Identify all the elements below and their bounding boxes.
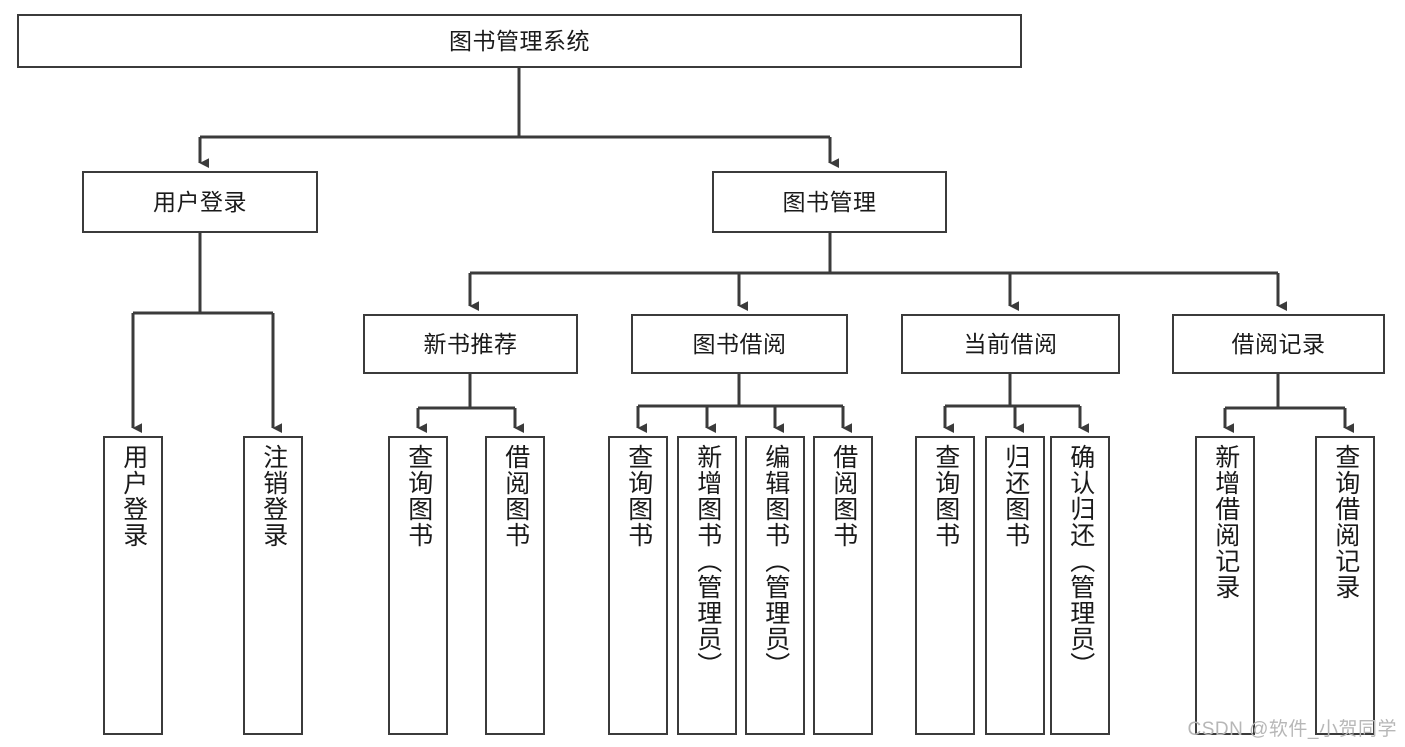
node-borrow-record[interactable]: 借阅记录 <box>1172 314 1385 374</box>
node-new-book-rec[interactable]: 新书推荐 <box>363 314 578 374</box>
node-book-manage-label: 图书管理 <box>782 188 877 215</box>
node-leaf-add-book[interactable]: 新增图书（管理员） <box>677 436 737 735</box>
node-leaf-query-book-cur-label: 查询图书 <box>931 444 960 548</box>
node-user-login[interactable]: 用户登录 <box>82 171 318 233</box>
node-root-label: 图书管理系统 <box>449 27 590 54</box>
node-leaf-logout-label: 注销登录 <box>259 444 288 548</box>
node-leaf-user-login-label: 用户登录 <box>119 444 148 548</box>
node-leaf-add-record[interactable]: 新增借阅记录 <box>1195 436 1255 735</box>
node-book-borrow[interactable]: 图书借阅 <box>631 314 848 374</box>
node-leaf-user-login[interactable]: 用户登录 <box>103 436 163 735</box>
node-leaf-edit-book-label: 编辑图书（管理员） <box>761 444 790 678</box>
node-leaf-confirm-return-label: 确认归还（管理员） <box>1066 444 1095 678</box>
node-leaf-confirm-return[interactable]: 确认归还（管理员） <box>1050 436 1110 735</box>
node-leaf-query-book-rec[interactable]: 查询图书 <box>388 436 448 735</box>
node-leaf-query-book-cur[interactable]: 查询图书 <box>915 436 975 735</box>
node-leaf-edit-book[interactable]: 编辑图书（管理员） <box>745 436 805 735</box>
node-leaf-borrow-book-label: 借阅图书 <box>829 444 858 548</box>
node-leaf-add-book-label: 新增图书（管理员） <box>693 444 722 678</box>
node-current-borrow-label: 当前借阅 <box>963 330 1058 357</box>
node-leaf-query-book-label: 查询图书 <box>624 444 653 548</box>
watermark-text: CSDN @软件_小贺同学 <box>1187 719 1397 740</box>
node-leaf-add-record-label: 新增借阅记录 <box>1211 444 1240 600</box>
node-current-borrow[interactable]: 当前借阅 <box>901 314 1120 374</box>
node-leaf-query-record-label: 查询借阅记录 <box>1331 444 1360 600</box>
node-new-book-rec-label: 新书推荐 <box>423 330 518 357</box>
node-root[interactable]: 图书管理系统 <box>17 14 1022 68</box>
node-leaf-query-book-rec-label: 查询图书 <box>404 444 433 548</box>
node-leaf-borrow-book[interactable]: 借阅图书 <box>813 436 873 735</box>
node-book-manage[interactable]: 图书管理 <box>712 171 947 233</box>
node-leaf-query-record[interactable]: 查询借阅记录 <box>1315 436 1375 735</box>
node-leaf-borrow-book-rec-label: 借阅图书 <box>501 444 530 548</box>
node-leaf-return-book-label: 归还图书 <box>1001 444 1030 548</box>
node-user-login-label: 用户登录 <box>153 188 247 215</box>
node-leaf-return-book[interactable]: 归还图书 <box>985 436 1045 735</box>
node-leaf-query-book[interactable]: 查询图书 <box>608 436 668 735</box>
node-book-borrow-label: 图书借阅 <box>692 330 787 357</box>
node-leaf-logout[interactable]: 注销登录 <box>243 436 303 735</box>
node-leaf-borrow-book-rec[interactable]: 借阅图书 <box>485 436 545 735</box>
node-borrow-record-label: 借阅记录 <box>1231 330 1326 357</box>
